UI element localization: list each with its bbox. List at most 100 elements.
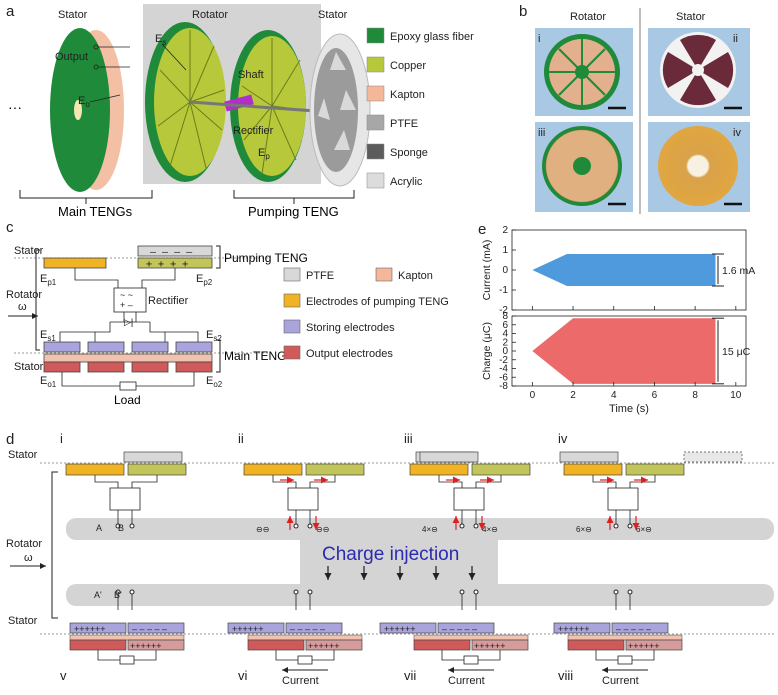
legend-c-label: Kapton: [398, 270, 433, 282]
amplitude-annotation: 1.6 mA: [722, 265, 755, 277]
panel-c: c Stator – – – – + + + + Pumping TENG Ep…: [6, 219, 449, 407]
wire: [475, 475, 502, 488]
panel-d: d Stator Rotator ω Stator Charge injecti…: [6, 431, 775, 687]
output-electrode-1: [69, 639, 127, 651]
eo-label: Eo: [78, 95, 90, 109]
charge-count-left: 4×⊖: [422, 525, 438, 534]
load-wire: [275, 650, 298, 661]
rectifier-box: [287, 487, 319, 511]
terminal: [293, 589, 299, 595]
pumping-teng-brace: [233, 190, 355, 204]
pump-spokes: [241, 38, 305, 175]
c-eo2: Eo2: [206, 375, 223, 389]
output-electrode-1: [247, 639, 305, 651]
legend-a-label: Acrylic: [390, 176, 423, 188]
x-tick-label: 4: [611, 390, 617, 401]
c-eo1: Eo1: [40, 375, 57, 389]
d-point-a: A: [96, 523, 102, 533]
terminal: [473, 589, 479, 595]
output-wires: [93, 44, 130, 70]
pump-electrode-2: [305, 463, 365, 476]
storing-sign-2: – – – – –: [616, 624, 651, 634]
panel-letter-a: a: [6, 3, 15, 20]
legend-c-label: Storing electrodes: [306, 322, 395, 334]
charge-count-right: 4×⊖: [482, 525, 498, 534]
c-stator-bottom: Stator: [14, 361, 44, 373]
storing-electrode-1: [69, 622, 127, 634]
load-wire: [312, 650, 335, 661]
pump-electrode-1: [409, 463, 469, 476]
c-wiring: [59, 268, 199, 342]
d-stator-top: Stator: [8, 449, 38, 461]
pump-electrode-2: [471, 463, 531, 476]
kapton-layer: [567, 634, 683, 641]
d-point-b2: B': [114, 590, 122, 600]
terminal: [627, 523, 633, 529]
x-axis-label: Time (s): [609, 403, 649, 415]
step-roman-top: iii: [404, 431, 413, 446]
pumping-teng-label: Pumping TENG: [248, 204, 339, 219]
panel-letter-d: d: [6, 431, 14, 448]
y-tick-label: 1: [502, 245, 508, 256]
legend-c-swatch: [283, 267, 301, 282]
amplitude-annotation: 15 μC: [722, 346, 751, 358]
legend-c-swatch: [283, 293, 301, 308]
storing-electrode-2: [437, 622, 495, 634]
chart-signal-band: [532, 254, 716, 286]
storing-sign-1: ++++++: [232, 624, 264, 634]
pump-electrode-1: [563, 463, 623, 476]
legend-a-swatch: [366, 143, 385, 160]
charge-count-left: ⊖⊖: [256, 525, 269, 534]
terminal: [129, 589, 135, 595]
current-label: Current: [602, 675, 639, 687]
rectifier-label: Rectifier: [233, 125, 274, 137]
output-label: Output: [55, 51, 88, 63]
charge-count-left: 6×⊖: [576, 525, 592, 534]
legend-a-label: Epoxy glass fiber: [390, 31, 474, 43]
terminal: [613, 589, 619, 595]
roman-i: i: [538, 33, 540, 45]
pump-electrode-2: [127, 463, 187, 476]
ptfe-cutouts: [318, 52, 356, 150]
d-rotor-band-top: [66, 518, 774, 540]
ellipsis: ···: [8, 99, 22, 115]
y-tick-label: -2: [499, 355, 508, 366]
y-tick-label: 0: [502, 265, 508, 276]
material-legend: Epoxy glass fiberCopperKaptonPTFESpongeA…: [366, 27, 474, 189]
terminal: [627, 589, 633, 595]
load-resistor: [617, 655, 633, 665]
terminal: [115, 523, 121, 529]
c-load-wiring: [61, 372, 195, 391]
stator-right-label: Stator: [318, 9, 348, 21]
output-sign: ++++++: [308, 641, 340, 651]
ep-label: Ep: [258, 147, 270, 161]
step-roman-bottom: viii: [558, 668, 573, 683]
pump-electrode-1: [65, 463, 125, 476]
load-wire: [632, 650, 655, 661]
c-ptfe: [137, 245, 213, 257]
photo-ii-hub: [692, 64, 704, 76]
output-sign: ++++++: [628, 641, 660, 651]
storing-electrode-1: [379, 622, 437, 634]
y-tick-label: 6: [502, 320, 508, 331]
y-tick-label: 2: [502, 225, 508, 236]
ptfe-layer: [559, 451, 619, 463]
c-es2: Es2: [206, 329, 222, 343]
terminal: [293, 523, 299, 529]
y-tick-label: 8: [502, 311, 508, 322]
shaft-label: Shaft: [238, 69, 264, 81]
wire: [309, 475, 336, 488]
pump-electrode-2: [625, 463, 685, 476]
c-omega: ω: [18, 301, 27, 313]
c-es1: Es1: [40, 329, 56, 343]
load-wire: [134, 650, 157, 661]
rectifier-box: [453, 487, 485, 511]
terminal: [473, 523, 479, 529]
main-tengs-label: Main TENGs: [58, 204, 133, 219]
y-tick-label: 4: [502, 329, 508, 340]
terminal: [115, 589, 121, 595]
y-tick-label: 2: [502, 337, 508, 348]
